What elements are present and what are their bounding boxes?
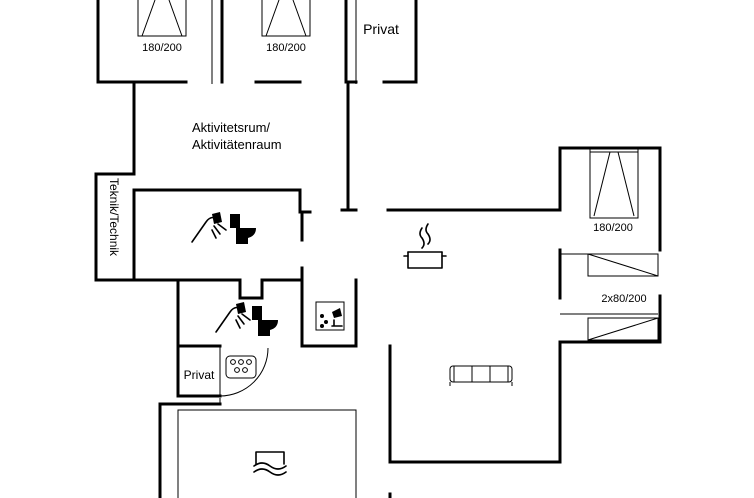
bed-size-label: 2x80/200 bbox=[601, 293, 646, 305]
room-label-activity-line1: Aktivitetsrum/ bbox=[192, 120, 270, 135]
bed-size-label: 180/200 bbox=[142, 42, 182, 54]
sauna-icon bbox=[315, 301, 345, 331]
room-label-privat: Privat bbox=[363, 21, 399, 37]
bed-icon bbox=[261, 0, 311, 37]
shower-icon bbox=[215, 302, 251, 333]
bed-icon bbox=[137, 0, 187, 37]
room-label-privat: Privat bbox=[184, 368, 215, 382]
toilet-icon bbox=[252, 306, 278, 336]
room-label-technik: Teknik/Technik bbox=[107, 178, 121, 257]
bed-icon bbox=[587, 253, 659, 277]
bed-size-label: 180/200 bbox=[593, 222, 633, 234]
bed-size-label: 180/200 bbox=[266, 42, 306, 54]
door-swings bbox=[219, 346, 269, 404]
bed-icon bbox=[587, 317, 659, 341]
walls bbox=[94, 0, 662, 498]
toilet-icon bbox=[230, 214, 256, 244]
whirlpool-icon bbox=[225, 355, 257, 379]
cooking-pot-icon bbox=[403, 223, 447, 269]
pool-icon bbox=[253, 451, 287, 476]
room-label-activity-line2: Aktivitätenraum bbox=[192, 137, 282, 152]
shower-icon bbox=[191, 212, 227, 243]
sofa-icon bbox=[449, 365, 513, 386]
bed-icon bbox=[589, 147, 639, 219]
